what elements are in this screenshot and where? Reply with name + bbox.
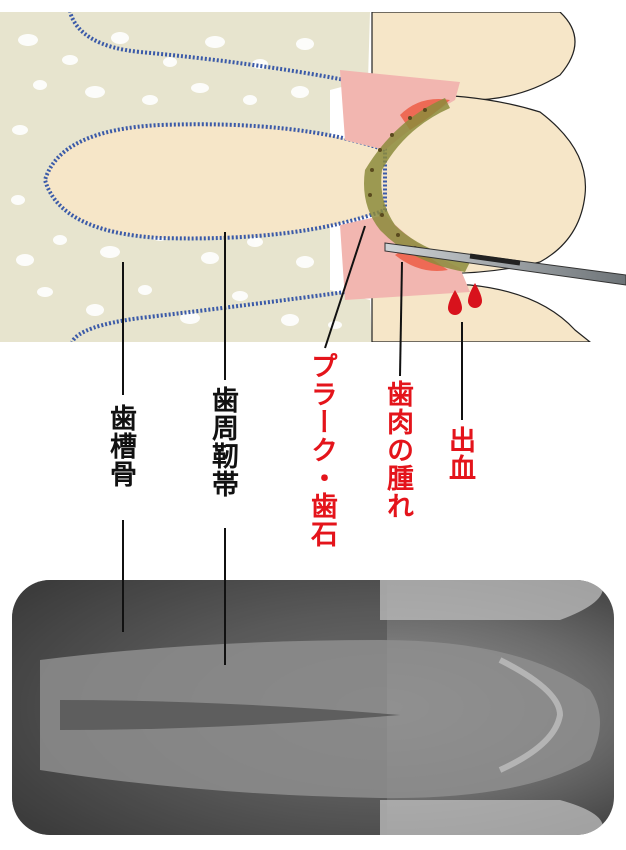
- label-alveolar-bone: 歯槽骨: [107, 404, 134, 488]
- tooth-root: [45, 124, 385, 238]
- label-periodontal-ligament: 歯周靭帯: [209, 386, 236, 498]
- label-bleeding: 出血: [446, 426, 473, 482]
- label-plaque-tartar: プラーク・歯石: [308, 352, 335, 548]
- dental-x-ray: [12, 580, 614, 835]
- tooth-cross-section: [0, 12, 626, 342]
- label-gum-swelling: 歯肉の腫れ: [384, 380, 411, 520]
